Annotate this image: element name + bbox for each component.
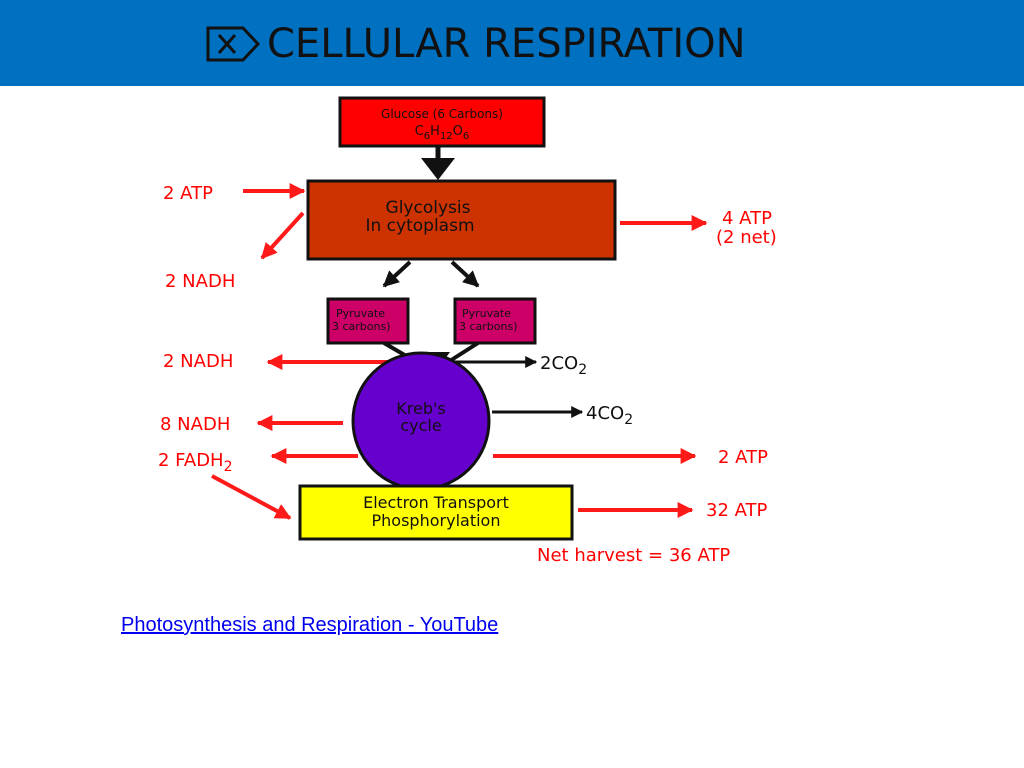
page-title: CELLULAR RESPIRATION bbox=[267, 21, 746, 67]
pyruvate-left-carbons: 3 carbons) bbox=[332, 320, 391, 333]
pyruvate-box-left: Pyruvate 3 carbons) bbox=[326, 297, 410, 345]
label-2co2: 2CO2 bbox=[540, 353, 587, 378]
label-net-harvest: Net harvest = 36 ATP bbox=[537, 545, 730, 566]
phosphorylation-label: Phosphorylation bbox=[372, 511, 501, 530]
label-2-net: (2 net) bbox=[716, 227, 777, 248]
arrow-glycolysis-to-pyruvate-left bbox=[382, 260, 412, 288]
label-2-atp-in: 2 ATP bbox=[163, 183, 213, 204]
krebs-label: Kreb's bbox=[396, 399, 445, 418]
glucose-box: Glucose (6 Carbons) C6H12O6 bbox=[338, 96, 546, 148]
label-2-nadh-pyruvate: 2 NADH bbox=[163, 351, 233, 372]
electron-transport-label: Electron Transport bbox=[363, 493, 509, 512]
title-group: CELLULAR RESPIRATION bbox=[205, 16, 746, 72]
checkbox-x-icon bbox=[206, 26, 261, 62]
electron-transport-box: Electron Transport Phosphorylation bbox=[298, 484, 574, 541]
krebs-cycle-label: cycle bbox=[400, 416, 441, 435]
pyruvate-right-carbons: 3 carbons) bbox=[459, 320, 518, 333]
pyruvate-left-label: Pyruvate bbox=[336, 307, 385, 320]
youtube-link[interactable]: Photosynthesis and Respiration - YouTube bbox=[121, 614, 499, 636]
label-8-nadh: 8 NADH bbox=[160, 414, 230, 435]
label-4-atp: 4 ATP bbox=[722, 208, 772, 229]
krebs-cycle-circle: Kreb's cycle bbox=[351, 351, 491, 491]
glycolysis-location: In cytoplasm bbox=[365, 216, 474, 236]
label-4co2: 4CO2 bbox=[586, 403, 633, 428]
glucose-formula: C6H12O6 bbox=[415, 124, 470, 142]
arrow-nadh-glycolysis bbox=[260, 211, 305, 260]
arrow-to-electron-transport bbox=[211, 474, 292, 520]
glycolysis-box: Glycolysis In cytoplasm bbox=[306, 179, 617, 261]
glycolysis-label: Glycolysis bbox=[386, 198, 471, 218]
label-2-nadh-glycolysis: 2 NADH bbox=[165, 271, 235, 292]
pyruvate-box-right: Pyruvate 3 carbons) bbox=[453, 297, 537, 345]
label-2-atp-krebs: 2 ATP bbox=[718, 447, 768, 468]
cellular-respiration-diagram: Glucose (6 Carbons) C6H12O6 Glycolysis I… bbox=[158, 96, 777, 566]
pyruvate-right-label: Pyruvate bbox=[462, 307, 511, 320]
glucose-label: Glucose (6 Carbons) bbox=[381, 107, 503, 121]
title-bar: CELLULAR RESPIRATION bbox=[0, 0, 1024, 86]
label-32-atp: 32 ATP bbox=[706, 500, 768, 521]
arrow-glycolysis-to-pyruvate-right bbox=[450, 260, 480, 288]
arrow-glucose-to-glycolysis bbox=[421, 146, 455, 180]
label-2-fadh2: 2 FADH2 bbox=[158, 450, 233, 475]
